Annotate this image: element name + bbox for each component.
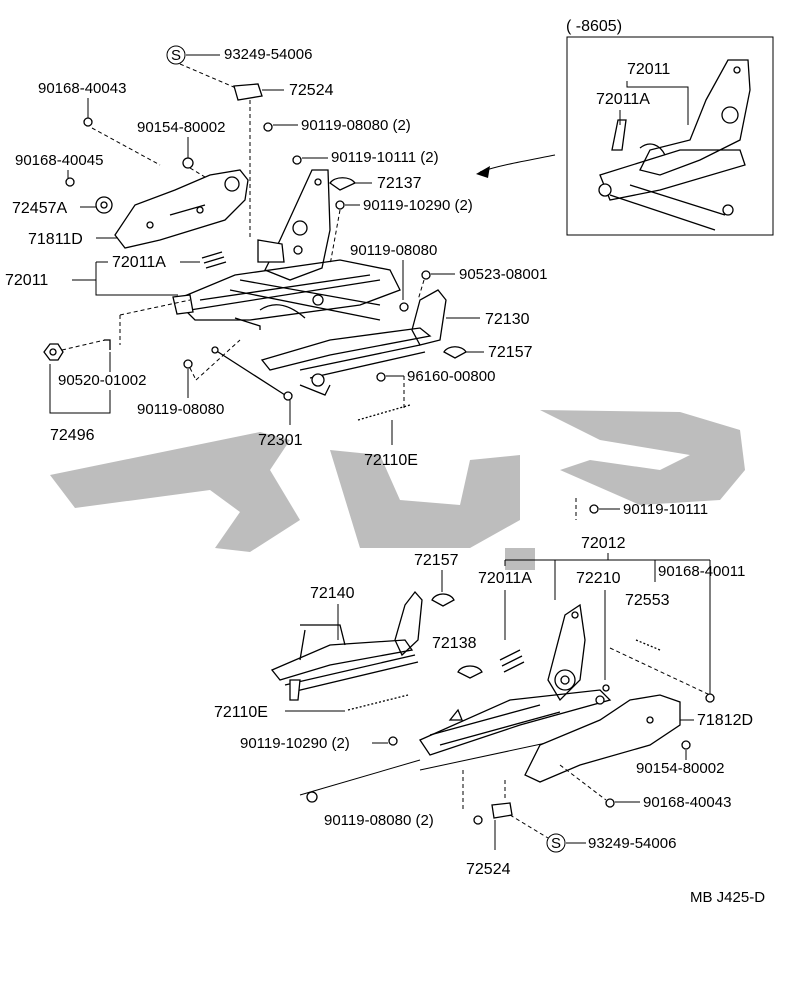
s-mark-lower bbox=[546, 833, 566, 853]
label-93249-54006-lower: 93249-54006 bbox=[588, 835, 676, 852]
label-90154-80002-upper: 90154-80002 bbox=[137, 119, 225, 136]
label-72140: 72140 bbox=[310, 585, 355, 602]
label-90119-10290-2-lower: 90119-10290 (2) bbox=[240, 735, 350, 752]
label-90119-10290-2-upper: 90119-10290 (2) bbox=[363, 197, 473, 214]
label-72496: 72496 bbox=[50, 427, 95, 444]
label-90168-40043-lower: 90168-40043 bbox=[643, 794, 731, 811]
label-93249-54006-upper: 93249-54006 bbox=[224, 46, 312, 63]
label-72553: 72553 bbox=[625, 592, 670, 609]
label-72157-upper: 72157 bbox=[488, 344, 533, 361]
upper-assembly: S 93249-54006 72524 90168-40043 90154-80… bbox=[5, 45, 547, 469]
label-90119-08080-upper-right: 90119-08080 bbox=[350, 242, 437, 259]
footer-code: MB J425-D bbox=[690, 889, 765, 906]
label-96160-00800: 96160-00800 bbox=[407, 368, 495, 385]
label-72011-upper: 72011 bbox=[5, 272, 48, 289]
inset-box: ( -8605) 72011 72011A bbox=[566, 18, 774, 236]
label-72130: 72130 bbox=[485, 311, 530, 328]
label-90119-08080-upper-low: 90119-08080 bbox=[137, 401, 224, 418]
s-mark-upper-text: S bbox=[171, 47, 181, 64]
inset-label-72011A: 72011A bbox=[596, 91, 650, 108]
label-90168-40045: 90168-40045 bbox=[15, 152, 103, 169]
label-72457A: 72457A bbox=[12, 200, 67, 217]
label-72524-upper: 72524 bbox=[289, 82, 334, 99]
label-90119-08080-2-lower: 90119-08080 (2) bbox=[324, 812, 434, 829]
label-72210: 72210 bbox=[576, 570, 621, 587]
inset-date-range: ( -8605) bbox=[566, 18, 622, 35]
label-72011A-lower: 72011A bbox=[478, 570, 532, 587]
label-72110E-lower: 72110E bbox=[214, 704, 268, 721]
watermark bbox=[50, 410, 745, 570]
inset-label-72011: 72011 bbox=[627, 61, 670, 78]
label-90168-40043-upper: 90168-40043 bbox=[38, 80, 126, 97]
label-90520-01002: 90520-01002 bbox=[58, 372, 146, 389]
label-90168-40011: 90168-40011 bbox=[658, 563, 745, 580]
s-mark-lower-text: S bbox=[551, 835, 561, 852]
label-72524-lower: 72524 bbox=[466, 861, 511, 878]
label-71812D: 71812D bbox=[697, 712, 753, 729]
label-90523-08001: 90523-08001 bbox=[459, 266, 547, 283]
label-90119-10111-lower: 90119-10111 bbox=[623, 501, 708, 518]
label-72138: 72138 bbox=[432, 635, 477, 652]
label-72137: 72137 bbox=[377, 175, 422, 192]
label-72110E-upper: 72110E bbox=[364, 452, 418, 469]
label-72301: 72301 bbox=[258, 432, 303, 449]
label-90119-10111-2-upper: 90119-10111 (2) bbox=[331, 149, 439, 166]
label-71811D: 71811D bbox=[28, 231, 83, 248]
label-72157-lower: 72157 bbox=[414, 552, 459, 569]
label-72011A-upper: 72011A bbox=[112, 254, 166, 271]
lower-assembly: 90119-10111 72012 72157 72011A 72210 901… bbox=[214, 498, 753, 878]
label-90154-80002-lower: 90154-80002 bbox=[636, 760, 724, 777]
label-72012: 72012 bbox=[581, 535, 626, 552]
label-90119-08080-2-upper: 90119-08080 (2) bbox=[301, 117, 411, 134]
s-mark-upper bbox=[166, 45, 186, 65]
